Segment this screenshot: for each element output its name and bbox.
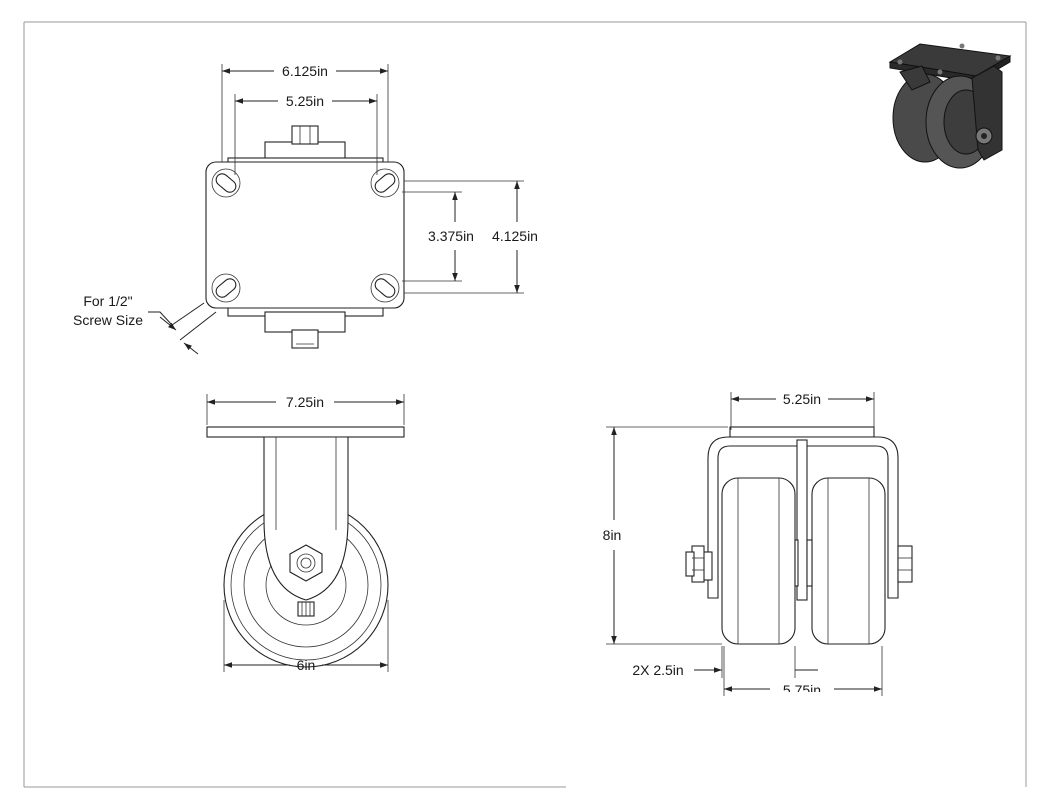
- dim-top-overall-height: 4.125in: [404, 180, 538, 294]
- drawing-frame: [23, 21, 1027, 788]
- note-line-2: Screw Size: [73, 312, 143, 328]
- wheel: [721, 477, 796, 645]
- mounting-hole: [370, 273, 400, 303]
- note-line-1: For 1/2": [83, 293, 132, 309]
- screw-size-note: For 1/2" Screw Size: [73, 293, 217, 355]
- dim-overall-width: 5.75in: [723, 646, 883, 706]
- dim-label: 6.125in: [282, 63, 328, 79]
- side-view: [206, 426, 405, 668]
- dim-side-plate-width: 7.25in: [206, 394, 405, 425]
- dim-top-hole-width: 5.25in: [234, 93, 378, 175]
- dim-top-overall-width: 6.125in: [221, 63, 389, 162]
- dim-label: 8in: [603, 527, 622, 543]
- dim-overall-height: 8in: [603, 426, 728, 645]
- dim-label: 2X 2.5in: [632, 662, 683, 678]
- isometric-view: [888, 43, 1012, 169]
- dim-wheel-diameter: 6in: [223, 600, 389, 673]
- dim-label: 4.125in: [492, 228, 538, 244]
- dim-label: 3.375in: [428, 228, 474, 244]
- dim-label: 5.25in: [286, 93, 324, 109]
- front-view: [685, 426, 913, 645]
- dim-front-width: 5.25in: [730, 391, 875, 430]
- mounting-hole: [211, 273, 241, 303]
- dim-label: 7.25in: [286, 394, 324, 410]
- dim-top-hole-height: 3.375in: [402, 191, 474, 282]
- dim-label: 5.25in: [783, 391, 821, 407]
- dim-label: 6in: [297, 657, 316, 673]
- dim-wheel-width: 2X 2.5in: [632, 646, 818, 678]
- mounting-hole: [370, 168, 400, 198]
- top-view: [205, 125, 405, 349]
- wheel: [811, 477, 886, 645]
- mounting-hole: [211, 168, 241, 198]
